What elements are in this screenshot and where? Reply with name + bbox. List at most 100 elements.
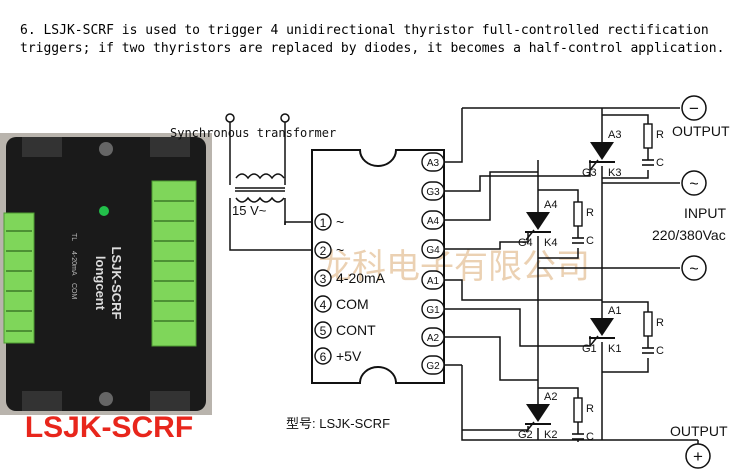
output-bottom-label: OUTPUT xyxy=(670,423,728,439)
module-model: LSJK-SCRF xyxy=(109,247,124,320)
module-brand: longcent xyxy=(93,256,108,311)
controller-right-pin: A2 xyxy=(421,327,445,347)
caption: 6. LSJK-SCRF is used to trigger 4 unidir… xyxy=(20,22,740,58)
controller-right-pin: A1 xyxy=(421,270,445,290)
plus-icon: + xyxy=(693,447,703,466)
pin-label: ~ xyxy=(336,214,344,230)
pin-number: 2 xyxy=(320,244,327,258)
input-voltage-label: 220/380Vac xyxy=(652,227,726,243)
pin-badge-label: G3 xyxy=(426,187,440,198)
thyristor-triangle xyxy=(590,318,614,336)
output-minus-terminal xyxy=(681,95,707,121)
output-top-label: OUTPUT xyxy=(672,123,730,139)
terminals xyxy=(681,95,711,469)
pin-badge-label: A4 xyxy=(427,216,440,227)
controller-model-caption: 型号: LSJK-SCRF xyxy=(286,416,390,431)
module-pin-label: TL xyxy=(70,233,77,241)
pin-number: 6 xyxy=(320,350,327,364)
snubber-resistor xyxy=(643,311,653,337)
thyristor-cathode-label: K2 xyxy=(544,429,557,441)
caption-line-2: triggers; if two thyristors are replaced… xyxy=(20,41,725,56)
input-label: INPUT xyxy=(684,205,726,221)
pin-label: +5V xyxy=(336,348,362,364)
snubber-resistor xyxy=(573,201,583,227)
controller-right-pin: A4 xyxy=(421,210,445,230)
module-pin-label: 4-20mA xyxy=(70,251,77,276)
ac-wave-icon: ~ xyxy=(689,261,698,278)
thyristor-gate-label: G4 xyxy=(518,237,533,249)
pin-badge-label: A3 xyxy=(427,158,440,169)
controller-right-pin: G2 xyxy=(421,355,445,375)
wiring xyxy=(444,107,699,450)
transformer-voltage: 15 V~ xyxy=(232,203,267,218)
pin-label: CONT xyxy=(336,322,376,338)
pin-label: 4-20mA xyxy=(336,270,386,286)
minus-icon: − xyxy=(689,99,699,118)
snubber-resistor xyxy=(643,123,653,149)
pin-badge-label: G1 xyxy=(426,305,440,316)
thyristor-gate-lead xyxy=(589,335,599,347)
controller-left-pin: 3 4-20mA xyxy=(314,269,386,287)
pin-number-circle xyxy=(314,295,332,313)
pin-number-circle xyxy=(314,269,332,287)
controller-left-pin: 6 +5V xyxy=(314,347,362,365)
controller-left-pin: 4 COM xyxy=(314,295,369,313)
controller-right-pin: G3 xyxy=(421,181,445,201)
pin-badge-label: A2 xyxy=(427,333,440,344)
controller-left-pin: 5 CONT xyxy=(314,321,376,339)
product-model-label: LSJK-SCRF xyxy=(24,411,194,444)
pin-number: 4 xyxy=(320,298,327,312)
pin-number-circle xyxy=(314,347,332,365)
controller-right-pin: G1 xyxy=(421,299,445,319)
controller-left-pin: 1~ xyxy=(314,213,344,231)
thyristor-anode-label: A1 xyxy=(608,305,621,317)
thyristor-cathode-label: K1 xyxy=(608,343,621,355)
snubber-resistor xyxy=(573,397,583,423)
thyristor-triangle xyxy=(590,142,614,160)
pin-label: COM xyxy=(336,296,369,312)
snubber-c-label: C xyxy=(586,431,594,443)
transformer-label: Synchronous transformer xyxy=(170,126,336,140)
snubber-c-label: C xyxy=(656,157,664,169)
pin-badge-label: A1 xyxy=(427,276,440,287)
snubber-r-label: R xyxy=(656,317,664,329)
thyristor-anode-label: A2 xyxy=(544,391,557,403)
snubber-r-label: R xyxy=(656,129,664,141)
input-ac-terminal-2 xyxy=(681,255,707,281)
thyristor-anode-label: A4 xyxy=(544,199,557,211)
pin-number-circle xyxy=(314,241,332,259)
pin-number-circle xyxy=(314,213,332,231)
ac-wave-icon: ~ xyxy=(689,176,698,193)
pin-number: 1 xyxy=(320,216,327,230)
thyristor-gate-label: G2 xyxy=(518,429,533,441)
caption-line-1: 6. LSJK-SCRF is used to trigger 4 unidir… xyxy=(20,23,709,38)
snubber-r-label: R xyxy=(586,403,594,415)
thyristor-gate-lead xyxy=(525,229,535,241)
pin-number-circle xyxy=(314,321,332,339)
pin-number: 3 xyxy=(320,272,327,286)
controller-right-pin: G4 xyxy=(421,239,445,259)
module-pin-label: COM xyxy=(70,283,77,300)
transformer xyxy=(225,113,312,251)
controller-right-pin: A3 xyxy=(421,152,445,172)
snubber-r-label: R xyxy=(586,207,594,219)
thyristor-gate-label: G1 xyxy=(582,343,597,355)
thyristor-gate-lead xyxy=(525,421,535,433)
pin-number: 5 xyxy=(320,324,327,338)
output-plus-terminal xyxy=(685,443,711,469)
thyristor-gate-lead xyxy=(589,159,599,171)
thyristor-triangle xyxy=(526,212,550,230)
thyristor-gate-label: G3 xyxy=(582,167,597,179)
pin-label: ~ xyxy=(336,242,344,258)
module-photo: longcent LSJK-SCRF TL 4-20mA COM xyxy=(0,133,212,415)
thyristor-cathode-label: K3 xyxy=(608,167,621,179)
pin-badge-label: G4 xyxy=(426,245,440,256)
